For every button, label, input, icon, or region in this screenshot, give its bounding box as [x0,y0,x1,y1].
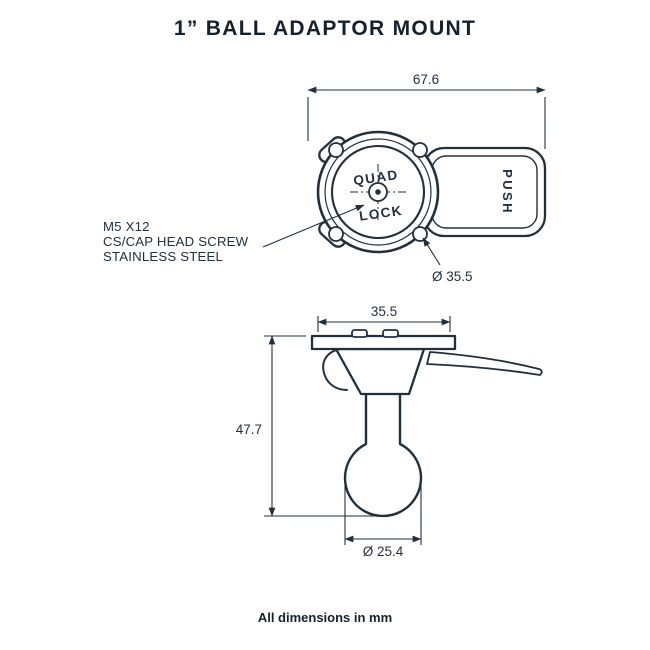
dimension-overall-height: 47.7 [236,335,376,517]
logo-bottom-word: LOCK [358,203,404,224]
screw-note-line1: M5 X12 [103,219,150,234]
mount-plate [310,334,457,351]
dimension-plate-width: 35.5 [317,304,451,332]
lever-arm-outline [422,146,547,238]
body-outline [334,347,426,396]
units-note: All dimensions in mm [257,610,393,625]
screw-note-line2: CS/CAP HEAD SCREW [103,234,249,249]
top-view: 67.6 PUSH [103,72,547,284]
overall-width-value: 67.6 [413,72,439,87]
logo: QUAD LOCK [352,167,404,224]
screw-note-line3: STAINLESS STEEL [103,249,223,264]
overall-height-value: 47.7 [236,422,262,437]
leader-line [262,204,365,248]
center-screw-dot [375,189,381,195]
ball-diameter-value: Ø 25.4 [363,544,404,559]
ring-notch [328,142,344,158]
mount-ring-detail [324,138,432,246]
push-label: PUSH [500,169,515,215]
plate-width-value: 35.5 [371,304,397,319]
dimension-head-diameter: Ø 35.5 [422,237,473,284]
head-diameter-value: Ø 35.5 [432,269,473,284]
ring-notch [412,226,428,242]
plate-screw-bump [382,329,399,338]
dimension-ball-diameter: Ø 25.4 [344,484,422,559]
dimension-overall-width: 67.6 [307,72,546,149]
ball-stem-outline [343,392,423,518]
side-view: 35.5 47.7 [236,304,543,559]
front-hook [322,348,348,391]
release-lever [426,351,543,376]
page-title: 1” BALL ADAPTOR MOUNT [173,17,477,40]
leader-line [422,237,441,266]
logo-top-word: QUAD [352,167,399,188]
ring-notch [328,226,344,242]
ring-notch [412,142,428,158]
plate-screw-bump [351,329,368,338]
screw-callout: M5 X12 CS/CAP HEAD SCREW STAINLESS STEEL [103,204,365,264]
